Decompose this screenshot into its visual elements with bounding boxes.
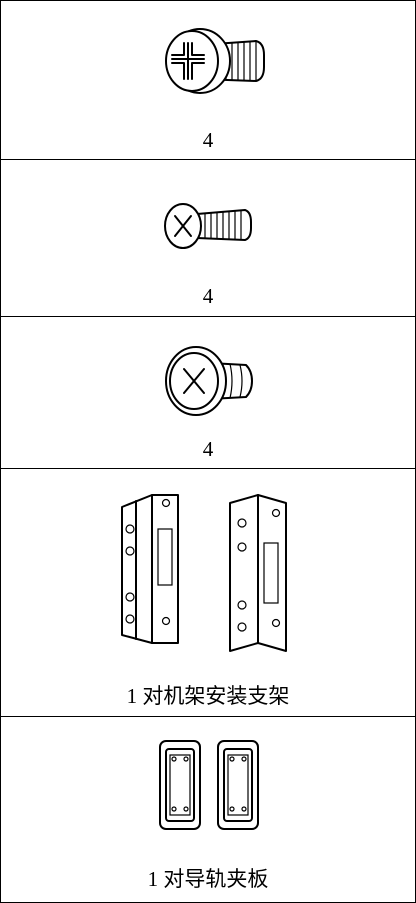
row-caption: 4: [202, 437, 214, 461]
table-row: 1 对机架安装支架: [1, 469, 415, 717]
pan-head-screw-icon: [1, 19, 415, 109]
table-row: 4: [1, 317, 415, 469]
row-caption: 4: [202, 284, 214, 308]
rack-mount-bracket-icon: [1, 493, 415, 653]
table-row: 4: [1, 1, 415, 160]
row-caption: 1 对导轨夹板: [147, 867, 269, 891]
countersunk-screw-icon: [1, 196, 415, 256]
row-caption: 4: [202, 128, 214, 152]
rail-clip-plate-icon: [1, 735, 415, 835]
table-row: 1 对导轨夹板: [1, 717, 415, 903]
table-row: 4: [1, 160, 415, 317]
flange-screw-icon: [1, 341, 415, 421]
row-caption: 1 对机架安装支架: [126, 684, 290, 708]
